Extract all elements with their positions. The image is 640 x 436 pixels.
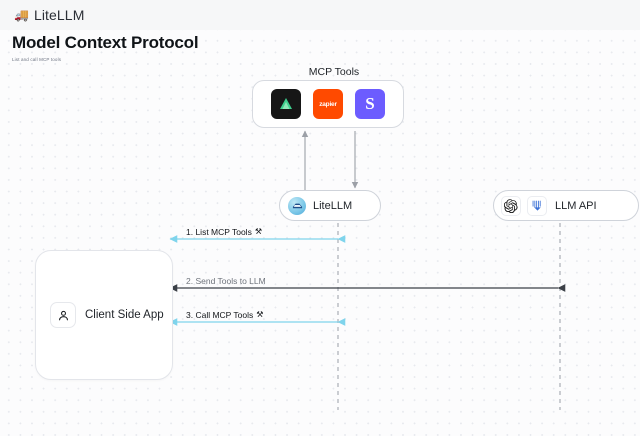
truck-icon: 🚚 [14, 8, 29, 22]
litellm-node-label: LiteLLM [313, 199, 353, 212]
llm-api-node[interactable]: LLM API [493, 190, 639, 221]
step-2-label: 2. Send Tools to LLM [186, 276, 266, 286]
slack-icon[interactable]: S [355, 89, 385, 119]
title-block: Model Context Protocol List and call MCP… [12, 30, 199, 62]
litellm-logo-icon [288, 196, 306, 215]
step-2-text: 2. Send Tools to LLM [186, 276, 266, 286]
diagram-wires [169, 130, 566, 410]
step-3-label: 3. Call MCP Tools ⚒ [186, 310, 263, 320]
litellm-node[interactable]: LiteLLM [279, 190, 381, 221]
step-1-label: 1. List MCP Tools ⚒ [186, 227, 262, 237]
diagram-canvas: MCP Tools zapier S LiteLLM [0, 30, 640, 436]
supabase-icon[interactable] [271, 89, 301, 119]
zapier-icon[interactable]: zapier [313, 89, 343, 119]
step-3-text: 3. Call MCP Tools [186, 310, 254, 320]
page-title: Model Context Protocol [12, 33, 199, 52]
brand-label: LiteLLM [33, 7, 85, 23]
anthropic-logo-icon [527, 195, 547, 216]
step-1-text: 1. List MCP Tools [186, 227, 252, 237]
mcp-tools-node[interactable]: zapier S [252, 80, 404, 128]
client-side-app-node[interactable]: Client Side App [35, 250, 173, 380]
page-subtitle: List and call MCP tools [12, 57, 62, 62]
user-icon [50, 302, 76, 328]
client-side-app-label: Client Side App [85, 309, 164, 321]
llm-api-node-label: LLM API [555, 199, 597, 212]
mcp-tools-label: MCP Tools [308, 66, 360, 78]
tools-icon: ⚒ [256, 310, 264, 319]
openai-logo-icon [501, 195, 521, 216]
tools-icon: ⚒ [254, 227, 262, 236]
app-header: 🚚 LiteLLM [0, 0, 640, 30]
